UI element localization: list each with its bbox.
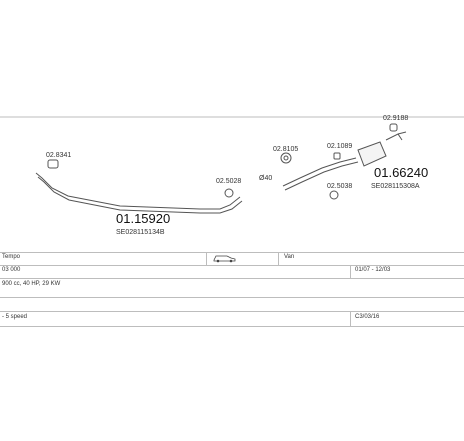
part-code-02-8341: 02.8341 — [46, 152, 71, 159]
front-pipe — [35, 172, 243, 214]
table-line-1 — [0, 252, 464, 253]
table-divider-d — [350, 311, 351, 326]
gearbox: - 5 speed — [2, 314, 28, 320]
table-line-6 — [0, 326, 464, 327]
table-line-5 — [0, 311, 464, 312]
rear-silencer — [357, 131, 407, 167]
table-line-2 — [0, 265, 464, 266]
pipe-diameter-label: Ø40 — [259, 175, 272, 182]
catalogue-code: C3/03/16 — [355, 314, 380, 320]
clamp-02-9188 — [389, 123, 398, 132]
middle-pipe — [282, 157, 359, 191]
vehicle-make: Tempo — [2, 254, 21, 260]
clamp-02-1089 — [333, 152, 341, 160]
van-icon — [213, 255, 236, 263]
part-code-02-5038: 02.5038 — [327, 183, 352, 190]
part-code-01-15920: 01.15920 — [116, 211, 170, 226]
table-line-3 — [0, 278, 464, 279]
clamp-02-5038 — [329, 190, 339, 200]
clamp-02-5028 — [224, 188, 234, 198]
table-line-4 — [0, 297, 464, 298]
part-code-02-8105: 02.8105 — [273, 146, 298, 153]
part-ref-01-15920: SE028115134B — [116, 229, 165, 236]
part-code-02-9188: 02.9188 — [383, 115, 408, 122]
engine-code: 03 000 — [2, 267, 21, 273]
table-divider-a — [206, 252, 207, 265]
part-code-01-66240: 01.66240 — [374, 165, 428, 180]
production-dates: 01/07 - 12/03 — [355, 267, 391, 273]
gasket-02-8341 — [47, 159, 59, 169]
vehicle-type: Van — [284, 254, 295, 260]
part-code-02-5028: 02.5028 — [216, 178, 241, 185]
table-divider-b — [278, 252, 279, 265]
table-divider-c — [350, 265, 351, 278]
part-code-02-1089: 02.1089 — [327, 143, 352, 150]
clamp-02-8105 — [280, 152, 292, 164]
part-ref-01-66240: SE028115308A — [371, 183, 420, 190]
engine-spec: 900 cc, 40 HP, 29 KW — [2, 281, 61, 287]
